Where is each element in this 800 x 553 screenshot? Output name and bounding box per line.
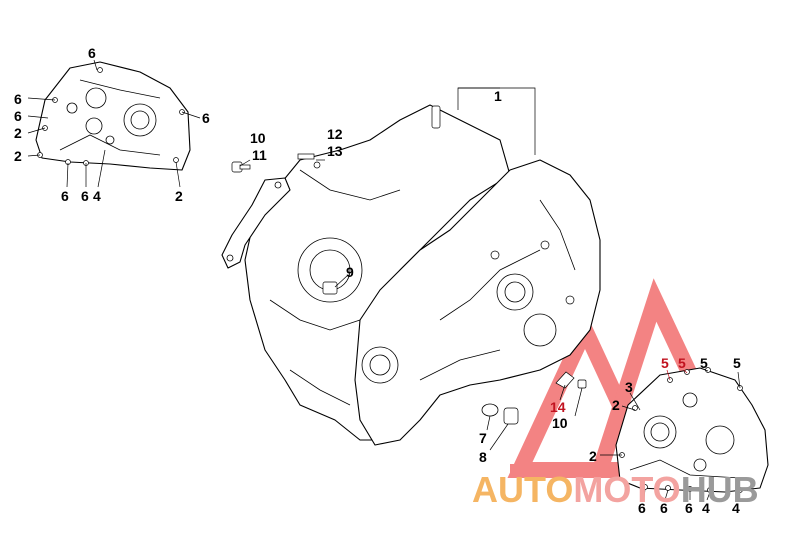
callout-part-10-right: 10 [552, 415, 568, 431]
bolt-part-10-11 [232, 162, 250, 172]
breather-tube [432, 106, 440, 128]
callout-left-6-top: 6 [88, 45, 96, 61]
bolt-13-washer [314, 162, 320, 168]
callout-left-2-a: 2 [14, 125, 22, 141]
drain-plug-part-8 [504, 408, 518, 424]
crankcase-stud-3 [491, 251, 499, 259]
bracket-hole-top [275, 182, 281, 188]
dowel-pin [323, 282, 337, 294]
callout-part-14: 14 [550, 399, 566, 415]
callout-right-3: 3 [625, 379, 633, 395]
callout-part-12: 12 [327, 126, 343, 142]
watermark-auto-part: AUTO [472, 469, 573, 510]
drain-plug-and-washer [482, 404, 518, 424]
callout-left-4: 4 [93, 188, 101, 204]
right-cover-hole-a [644, 416, 676, 448]
left-cover-bolt-8 [174, 158, 179, 163]
callout-left-2-b: 2 [14, 148, 22, 164]
left-cover-hole-e [106, 136, 114, 144]
bolt-10-shank [240, 165, 250, 169]
callout-right-5-b: 5 [678, 355, 686, 371]
leader-left-6-bottom [67, 163, 68, 187]
left-cover-hole-b [124, 104, 156, 136]
callout-part-13: 13 [327, 143, 343, 159]
crankcase-right-bore-2 [524, 314, 556, 346]
left-cover-bolt-3 [43, 126, 48, 131]
fitting-bolt [578, 380, 586, 388]
leader-10-right [575, 388, 582, 416]
left-cover-bolt-1 [98, 68, 103, 73]
callout-left-6-bottom: 6 [61, 188, 69, 204]
callout-right-5-c: 5 [700, 355, 708, 371]
callout-left-6-right: 6 [202, 110, 210, 126]
left-cover-hole-c [86, 118, 102, 134]
crankcase-stud-2 [566, 296, 574, 304]
bracket-hole-bottom [227, 255, 233, 261]
callout-part-11: 11 [252, 147, 267, 163]
callout-left-6-bottom-2: 6 [81, 188, 89, 204]
right-cover-hole-c [683, 393, 697, 407]
watermark-hub-part: HUB [681, 469, 759, 510]
callout-part-1: 1 [494, 88, 502, 104]
crankcase-right-bearing-bore [497, 274, 533, 310]
callout-right-2-a: 2 [612, 397, 620, 413]
callout-right-2-b: 2 [589, 448, 597, 464]
watermark-auto: AUTOMOTOHUB [472, 469, 759, 510]
callout-left-2-right: 2 [175, 188, 183, 204]
leader-7 [487, 416, 490, 430]
crankcase-stud-1 [541, 241, 549, 249]
callout-left-6-a: 6 [14, 91, 22, 107]
crankcase-main-journal [362, 347, 398, 383]
left-cover-hole-d [67, 103, 77, 113]
watermark-text: AUTOMOTOHUB [472, 469, 759, 510]
watermark-moto-part: MOTO [573, 469, 680, 510]
left-cover-outline [36, 62, 190, 170]
left-cover-hole-a [86, 88, 106, 108]
callout-left-6-b: 6 [14, 108, 22, 124]
leader-8 [490, 424, 508, 450]
bolt-12-shank [298, 154, 314, 159]
callout-part-8: 8 [479, 449, 487, 465]
right-cover-hole-b [706, 426, 734, 454]
washer-part-7 [482, 404, 498, 416]
callout-right-5-d: 5 [733, 355, 741, 371]
callout-part-7: 7 [479, 430, 487, 446]
callout-right-5-a: 5 [661, 355, 669, 371]
callout-part-10: 10 [250, 130, 266, 146]
left-cover-small [36, 62, 190, 170]
callout-part-9: 9 [346, 264, 354, 280]
